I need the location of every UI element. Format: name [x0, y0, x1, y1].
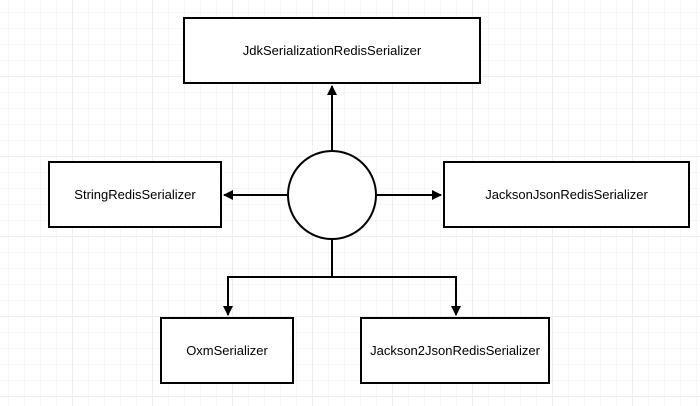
node-oxm-serializer: OxmSerializer: [160, 317, 294, 384]
edge-hub-to-oxm: [223, 240, 333, 316]
node-jackson2-json-redis-serializer: Jackson2JsonRedisSerializer: [360, 317, 550, 384]
hub-circle: [287, 150, 377, 240]
node-label: JacksonJsonRedisSerializer: [485, 187, 648, 202]
node-label: Jackson2JsonRedisSerializer: [370, 343, 540, 358]
node-label: StringRedisSerializer: [74, 187, 196, 202]
node-jdk-serialization-redis-serializer: JdkSerializationRedisSerializer: [183, 17, 481, 84]
node-string-redis-serializer: StringRedisSerializer: [48, 161, 222, 228]
node-jackson-json-redis-serializer: JacksonJsonRedisSerializer: [443, 161, 690, 228]
edge-hub-to-jackson2: [331, 240, 461, 316]
node-label: OxmSerializer: [186, 343, 268, 358]
node-label: JdkSerializationRedisSerializer: [242, 43, 422, 58]
